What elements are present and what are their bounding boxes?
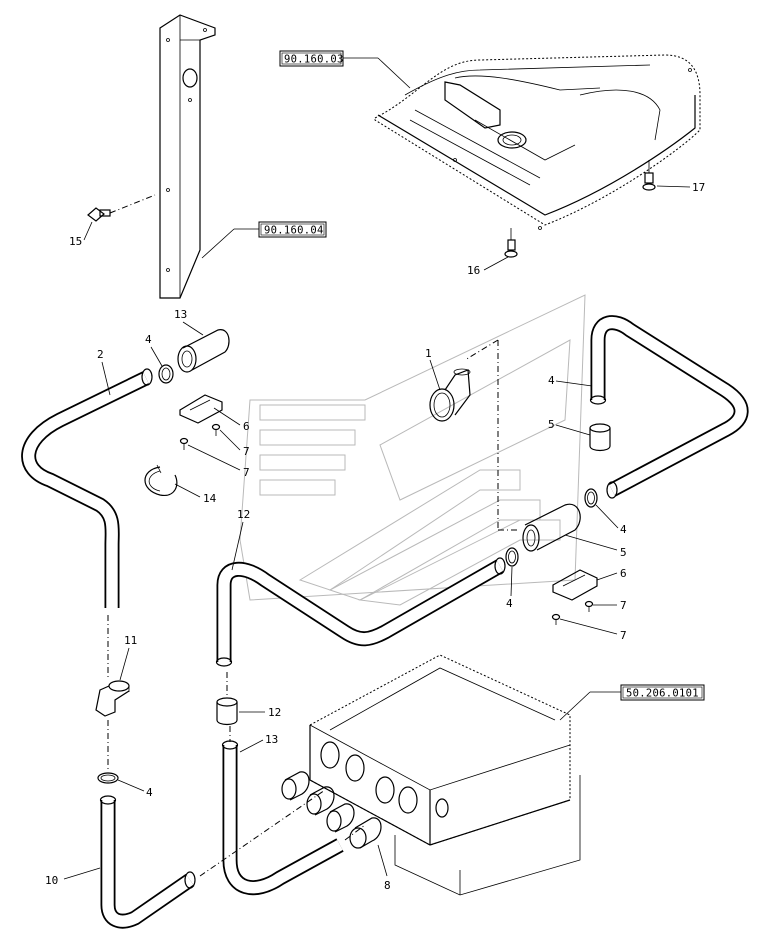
ring-4-right <box>584 488 598 508</box>
callout-16: 16 <box>467 264 480 277</box>
callout-8: 8 <box>384 879 391 892</box>
ring-4-lower <box>97 720 119 784</box>
callouts: 15 17 16 13 2 4 6 7 7 14 12 11 1 <box>45 181 705 892</box>
callout-17: 17 <box>692 181 705 194</box>
cab-pillar <box>159 14 216 299</box>
callout-4-right: 4 <box>620 523 627 536</box>
screw-7-right-a <box>584 600 594 612</box>
ref-box-panel: 90.160.03 <box>279 50 344 67</box>
roof-panel <box>374 54 701 230</box>
sleeve-13-top <box>177 329 230 373</box>
callout-4-mid: 4 <box>506 597 513 610</box>
ref-panel-label: 90.160.03 <box>284 54 344 66</box>
outlet-stubs-8 <box>281 771 382 849</box>
clamp-ring-14 <box>144 464 178 497</box>
callout-4-lower: 4 <box>146 786 153 799</box>
clip-6-right <box>552 569 598 601</box>
duct-13-lower <box>221 726 344 896</box>
callout-5-upper: 5 <box>548 418 555 431</box>
duct-2 <box>21 368 153 608</box>
callout-2: 2 <box>97 348 104 361</box>
screw-15 <box>87 194 156 222</box>
sleeve-12 <box>216 672 238 726</box>
ref-box-unit: 50.206.0101 <box>620 684 705 701</box>
clip-6-left <box>179 394 223 424</box>
screw-7-right-b <box>551 613 561 625</box>
ref-unit-label: 50.206.0101 <box>626 688 699 700</box>
callout-4-right-upper: 4 <box>548 374 555 387</box>
callout-4-left: 4 <box>145 333 152 346</box>
callout-13-top: 13 <box>174 308 187 321</box>
duct-12 <box>215 557 506 667</box>
callout-13-lower: 13 <box>265 733 278 746</box>
leader-ref-unit-2 <box>559 691 591 721</box>
leader-ref-pillar-2 <box>201 228 235 259</box>
ring-4-left <box>158 364 174 384</box>
callout-1: 1 <box>425 347 432 360</box>
callout-11: 11 <box>124 634 137 647</box>
screw-16 <box>504 228 518 258</box>
callout-12-lower: 12 <box>268 706 281 719</box>
guide-line-duct13 <box>344 824 366 841</box>
callout-7-left-b: 7 <box>243 466 250 479</box>
callout-15: 15 <box>69 235 82 248</box>
callout-7-left-a: 7 <box>243 445 250 458</box>
callout-14: 14 <box>203 492 217 505</box>
sleeve-5-upper <box>589 423 611 452</box>
watermark-logo <box>239 294 586 606</box>
screw-17 <box>642 160 656 191</box>
callout-7-right-a: 7 <box>620 599 627 612</box>
callout-10: 10 <box>45 874 58 887</box>
heater-unit <box>281 654 581 896</box>
elbow-11 <box>95 615 130 717</box>
callout-7-right-b: 7 <box>620 629 627 642</box>
sleeve-5-lower <box>522 503 581 552</box>
ring-4-mid <box>505 547 519 567</box>
ref-box-pillar: 90.160.04 <box>258 221 327 238</box>
screw-7-left-a <box>211 423 221 436</box>
outlet-1 <box>429 368 471 422</box>
guide-line-duct10 <box>199 789 326 877</box>
callout-6-right: 6 <box>620 567 627 580</box>
duct-4-right <box>589 315 749 499</box>
callout-12-top: 12 <box>237 508 250 521</box>
callout-5-lower: 5 <box>620 546 627 559</box>
screw-7-left-b <box>179 437 189 450</box>
duct-10 <box>99 795 196 929</box>
ref-pillar-label: 90.160.04 <box>264 225 324 237</box>
callout-6-left: 6 <box>243 420 250 433</box>
leader-ref-panel-2 <box>377 57 411 89</box>
